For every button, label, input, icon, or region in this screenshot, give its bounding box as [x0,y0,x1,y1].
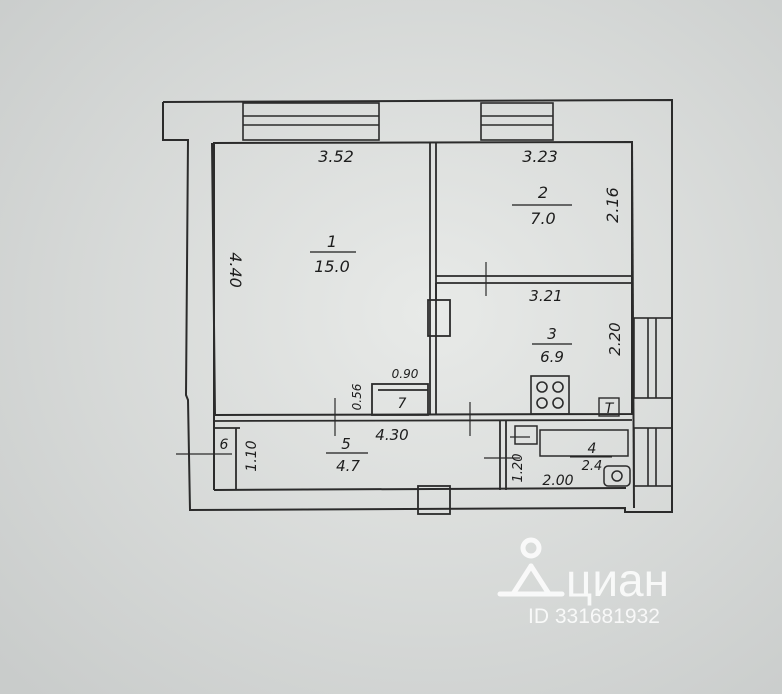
room-3-area: 6.9 [540,348,564,366]
dim-room4-length: 1.20 [511,454,526,483]
dim-room1-length: 4.40 [226,252,245,288]
dimension-ticks [176,262,530,459]
room-5-number: 5 [341,435,351,453]
watermark-brand: циан [566,554,669,606]
room-3-number: 3 [547,325,557,343]
interior-walls [214,143,633,515]
room-6-number: 6 [220,437,229,453]
watermark-id: ID 331681932 [528,605,660,628]
dim-room7-width: 0.90 [392,367,419,381]
stove-mark: T [605,401,615,417]
dim-room7-length: 0.56 [350,383,364,410]
room-1-area: 15.0 [314,257,350,276]
room-2-area: 7.0 [530,209,555,228]
room-5-area: 4.7 [336,457,360,475]
kitchen-stove [530,375,570,415]
dimension-labels: 3.52 4.40 3.23 2.16 3.21 2.20 2.00 1.20 … [226,147,624,489]
room-2-number: 2 [538,183,548,202]
watermark: циан ID 331681932 [497,537,669,628]
dim-room2-width: 3.23 [522,147,558,166]
room-1-number: 1 [327,232,337,251]
dim-room3-length: 2.20 [606,322,624,355]
stove-mark-box [598,397,620,417]
dim-room3-width: 3.21 [529,287,562,305]
windows [242,102,673,487]
room-4-number: 4 [588,441,597,457]
room-labels: 1 15.0 2 7.0 3 6.9 4 2.4 5 4.7 6 7 [220,183,612,475]
dim-room5-width: 4.30 [375,426,408,444]
bathroom-fixtures [514,425,631,487]
dim-room1-width: 3.52 [318,147,354,166]
cian-logo-icon [497,537,565,597]
room-7-number: 7 [398,396,407,412]
dim-room5-length: 1.10 [244,440,260,471]
dim-room2-length: 2.16 [603,187,622,223]
dim-room4-width: 2.00 [542,473,573,489]
room-4-area: 2.4 [582,459,603,474]
